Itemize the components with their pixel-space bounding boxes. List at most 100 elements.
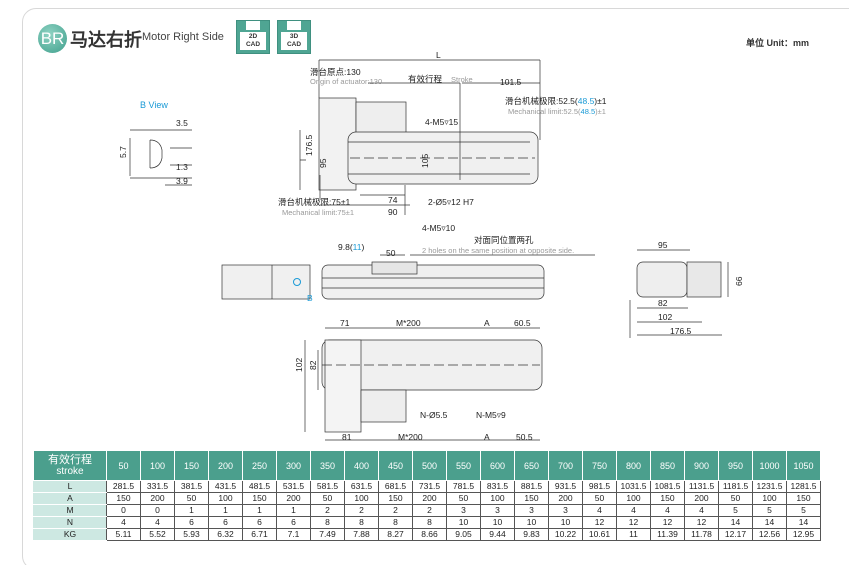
- dim-3-9: 3.9: [176, 176, 188, 186]
- table-cell: 631.5: [344, 480, 379, 493]
- row-label: A: [33, 492, 107, 505]
- table-cell: 831.5: [480, 480, 515, 493]
- origin-en: Origin of actuator:130: [310, 77, 382, 86]
- stroke-col-450: 450: [378, 450, 413, 481]
- table-cell: 3: [548, 504, 583, 517]
- table-cell: 931.5: [548, 480, 583, 493]
- cad-2d-label2: CAD: [245, 41, 261, 48]
- b-view-label: B View: [140, 100, 168, 110]
- table-cell: 50: [446, 492, 481, 505]
- mech-r-en-c: )±1: [595, 107, 606, 116]
- mech-r-a: 滑台机械极限:52.5(: [505, 96, 578, 106]
- table-cell: 11.78: [684, 528, 719, 541]
- mech-limit-left-cn: 滑台机械极限:75±1: [278, 197, 350, 207]
- table-cell: 9.44: [480, 528, 515, 541]
- table-cell: 14: [752, 516, 787, 529]
- stroke-col-750: 750: [582, 450, 617, 481]
- row-label: N: [33, 516, 107, 529]
- bot-m200b: M*200: [398, 432, 423, 442]
- table-cell: 10: [446, 516, 481, 529]
- table-cell: 5: [786, 504, 821, 517]
- table-cell: 7.88: [344, 528, 379, 541]
- b-view-marker-icon: [293, 278, 301, 286]
- unit-label: 单位 Unit：mm: [746, 38, 810, 48]
- table-cell: 1: [208, 504, 243, 517]
- cad-3d-label2: CAD: [286, 41, 302, 48]
- table-cell: 281.5: [106, 480, 141, 493]
- d98-a: 9.8(: [338, 242, 353, 252]
- table-cell: 3: [514, 504, 549, 517]
- table-cell: 6: [276, 516, 311, 529]
- table-cell: 200: [276, 492, 311, 505]
- dim-1-3: 1.3: [176, 162, 188, 172]
- stroke-col-650: 650: [514, 450, 549, 481]
- table-cell: 50: [310, 492, 345, 505]
- table-cell: 3: [446, 504, 481, 517]
- table-cell: 2: [310, 504, 345, 517]
- end-dim-102: 102: [658, 312, 672, 322]
- stroke-col-500: 500: [412, 450, 447, 481]
- mech-r-b: 48.5: [578, 96, 595, 106]
- table-cell: 381.5: [174, 480, 209, 493]
- table-cell: 4: [616, 504, 651, 517]
- stroke-col-900: 900: [684, 450, 719, 481]
- table-cell: 1181.5: [718, 480, 753, 493]
- table-cell: 9.83: [514, 528, 549, 541]
- stroke-col-1050: 1050: [786, 450, 821, 481]
- table-cell: 9.05: [446, 528, 481, 541]
- m5-15-label: 4-M5▿15: [425, 117, 458, 127]
- mech-limit-right-cn: 滑台机械极限:52.5(48.5)±1: [505, 96, 607, 106]
- mech-limit-right-en: Mechanical limit:52.5(48.5)±1: [508, 107, 606, 116]
- table-cell: 10: [548, 516, 583, 529]
- table-cell: 531.5: [276, 480, 311, 493]
- bot-dim-50-5: 50.5: [516, 432, 533, 442]
- table-cell: 100: [752, 492, 787, 505]
- table-cell: 1: [242, 504, 277, 517]
- dim-L: L: [436, 50, 441, 60]
- table-cell: 5: [718, 504, 753, 517]
- stroke-col-200: 200: [208, 450, 243, 481]
- dim-5-7: 5.7: [118, 146, 128, 158]
- table-cell: 8: [412, 516, 447, 529]
- holes-en: 2 holes on the same position at opposite…: [422, 246, 574, 255]
- table-cell: 581.5: [310, 480, 345, 493]
- bot-m200: M*200: [396, 318, 421, 328]
- table-cell: 4: [684, 504, 719, 517]
- table-cell: 981.5: [582, 480, 617, 493]
- stroke-col-700: 700: [548, 450, 583, 481]
- stroke-col-800: 800: [616, 450, 651, 481]
- table-cell: 50: [718, 492, 753, 505]
- table-cell: 2: [412, 504, 447, 517]
- table-cell: 0: [106, 504, 141, 517]
- dim-176-5: 176.5: [304, 134, 314, 156]
- stroke-header-en: stroke: [56, 465, 84, 477]
- table-cell: 0: [140, 504, 175, 517]
- table-cell: 5.93: [174, 528, 209, 541]
- table-cell: 6.32: [208, 528, 243, 541]
- stroke-col-950: 950: [718, 450, 753, 481]
- table-cell: 12: [650, 516, 685, 529]
- table-cell: 10: [480, 516, 515, 529]
- mech-limit-left-en: Mechanical limit:75±1: [282, 208, 354, 217]
- table-cell: 200: [140, 492, 175, 505]
- stroke-cn: 有效行程: [408, 74, 443, 84]
- table-cell: 8: [310, 516, 345, 529]
- table-cell: 100: [208, 492, 243, 505]
- stroke-en: Stroke: [451, 75, 473, 84]
- dim-50: 50: [386, 248, 396, 258]
- table-cell: 200: [412, 492, 447, 505]
- table-cell: 781.5: [446, 480, 481, 493]
- floppy-icon: [287, 21, 301, 30]
- table-cell: 100: [344, 492, 379, 505]
- table-cell: 4: [106, 516, 141, 529]
- mech-r-en-a: Mechanical limit:52.5(: [508, 107, 581, 116]
- row-label: L: [33, 480, 107, 493]
- stroke-col-50: 50: [106, 450, 141, 481]
- bot-a: A: [484, 318, 490, 328]
- table-cell: 8: [344, 516, 379, 529]
